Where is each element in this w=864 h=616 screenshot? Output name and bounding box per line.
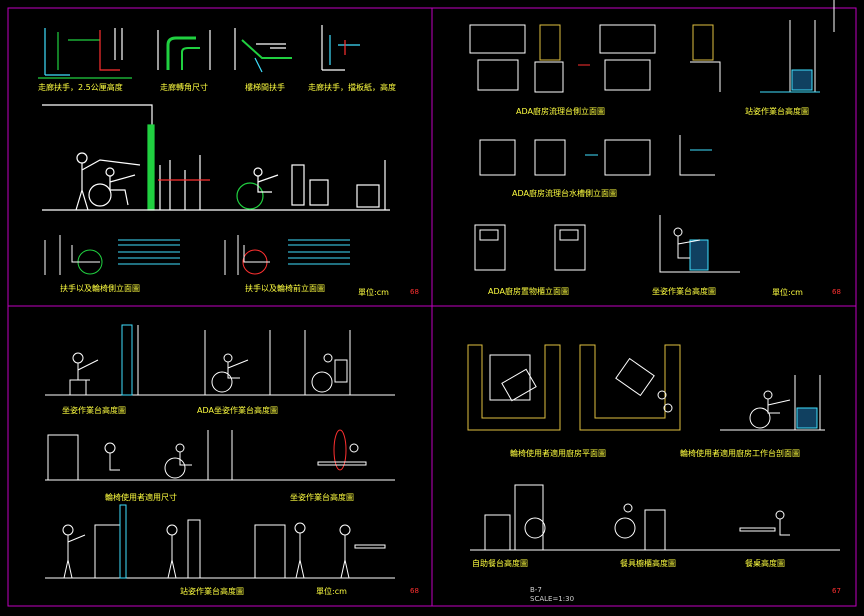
- label-corridor-handrail: 走廊扶手，2.5公厘高度: [38, 83, 123, 92]
- label-corridor-corner: 走廊轉角尺寸: [160, 83, 208, 92]
- label-ada-sink-side: ADA廚房流理台水槽側立面圖: [512, 189, 617, 198]
- label-standing-counter: 站姿作業台高度圖: [745, 107, 809, 116]
- work-surface-height-diagrams: [45, 324, 395, 579]
- unit-label-tr: 單位:cm: [772, 288, 803, 297]
- unit-label-tl: 單位:cm: [358, 288, 389, 297]
- label-ada-storage: ADA廚房置物櫃立面圖: [488, 287, 569, 296]
- label-corridor-guard: 走廊扶手，擋板紙，高度: [308, 83, 396, 92]
- label-wheelchair-kitchen-plan: 輪椅使用者適用廚房平面圖: [510, 449, 606, 458]
- handrail-wheelchair-side-elevation: [42, 104, 390, 211]
- label-seated-counter-bl-2: 坐姿作業台高度圖: [290, 493, 354, 502]
- label-dining-table-height: 餐桌高度圖: [745, 559, 785, 568]
- label-seated-counter-bl: 坐姿作業台高度圖: [62, 406, 126, 415]
- label-seated-counter-tr: 坐姿作業台高度圖: [652, 287, 716, 296]
- label-wheelchair-front: 扶手以及輪椅前立面圖: [245, 284, 325, 293]
- corridor-handrail-sections: [38, 25, 360, 79]
- label-wheelchair-dimensions: 輪椅使用者適用尺寸: [105, 493, 177, 502]
- sheet-number: B-7: [530, 586, 542, 594]
- label-wheelchair-side: 扶手以及輪椅側立面圖: [60, 284, 140, 293]
- label-cupboard-height: 餐具櫥櫃高度圖: [620, 559, 676, 568]
- sheet-frames: [7, 7, 857, 607]
- label-standing-counter-bl: 站姿作業台高度圖: [180, 587, 244, 596]
- ada-kitchen-elevations: [469, 20, 820, 273]
- label-wheelchair-kitchen-section: 輪椅使用者適用廚房工作台剖面圖: [680, 449, 800, 458]
- scale-note: SCALE=1:30: [530, 595, 575, 603]
- label-ada-kitchen-side: ADA廚房流理台側立面圖: [516, 107, 605, 116]
- wheelchair-kitchen-plans: [467, 344, 840, 551]
- label-buffet-height: 自助餐台高度圖: [472, 559, 528, 568]
- label-stair-handrail: 樓梯間扶手: [245, 83, 285, 92]
- unit-label-bl: 單位:cm: [316, 587, 347, 596]
- label-ada-seated-counter: ADA坐姿作業台高度圖: [197, 406, 278, 415]
- page-number-tr: 68: [832, 288, 841, 296]
- page-number-bl: 68: [410, 587, 419, 595]
- page-number-tl: 68: [410, 288, 419, 296]
- handrail-front-elevations: [44, 235, 350, 275]
- page-number-br: 67: [832, 587, 841, 595]
